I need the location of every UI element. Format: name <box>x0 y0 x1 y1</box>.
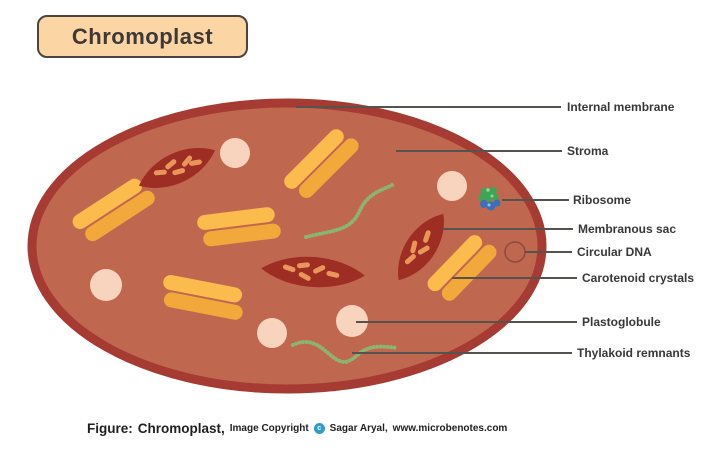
membranous-sac-right <box>398 213 444 281</box>
thylakoid-remnant-lower <box>291 339 400 365</box>
caption-figure-label: Figure: <box>87 421 133 436</box>
diagram-title-box: Chromoplast <box>37 15 248 58</box>
plastoglobule-bottom <box>257 318 287 348</box>
thylakoid-remnants-squiggles <box>291 183 400 365</box>
plastoglobules <box>90 138 467 348</box>
label-ribosome: Ribosome <box>573 193 632 207</box>
plastoglobule-bottom-middle <box>336 305 368 337</box>
copyright-icon: c <box>313 423 325 434</box>
caption-author: Sagar Aryal, <box>329 423 388 434</box>
plastoglobule-top <box>220 138 250 168</box>
plastoglobule-right <box>437 171 467 201</box>
carotenoid-crystal-left <box>72 178 155 242</box>
figure-caption: Figure: Chromoplast, Image Copyright c S… <box>87 421 507 436</box>
label-stroma: Stroma <box>567 144 609 158</box>
caption-website: www.microbenotes.com <box>392 423 508 434</box>
carotenoid-crystal-middle <box>197 207 281 247</box>
label-circular-dna: Circular DNA <box>577 245 652 259</box>
label-membranous-sac: Membranous sac <box>578 222 677 236</box>
caption-figure-title: Chromoplast, <box>137 421 225 436</box>
ribosome-cluster <box>478 187 501 211</box>
membranous-sac-bottom <box>261 256 365 288</box>
carotenoid-crystal-bottom <box>163 274 243 320</box>
membranous-sac-top-left <box>138 148 216 188</box>
label-thylakoid-remnants: Thylakoid remnants <box>577 346 691 360</box>
leader-lines <box>296 106 577 354</box>
label-carotenoid-crystals: Carotenoid crystals <box>582 271 695 285</box>
carotenoid-crystal-top <box>284 129 359 198</box>
carotenoid-crystal-right <box>427 235 497 301</box>
label-plastoglobule: Plastoglobule <box>582 315 661 329</box>
diagram-title: Chromoplast <box>71 23 214 49</box>
label-internal-membrane: Internal membrane <box>567 100 675 114</box>
plastoglobule-bottom-left <box>90 269 122 301</box>
thylakoid-remnant-upper <box>304 183 394 239</box>
caption-credit-text: Image Copyright <box>229 423 309 434</box>
